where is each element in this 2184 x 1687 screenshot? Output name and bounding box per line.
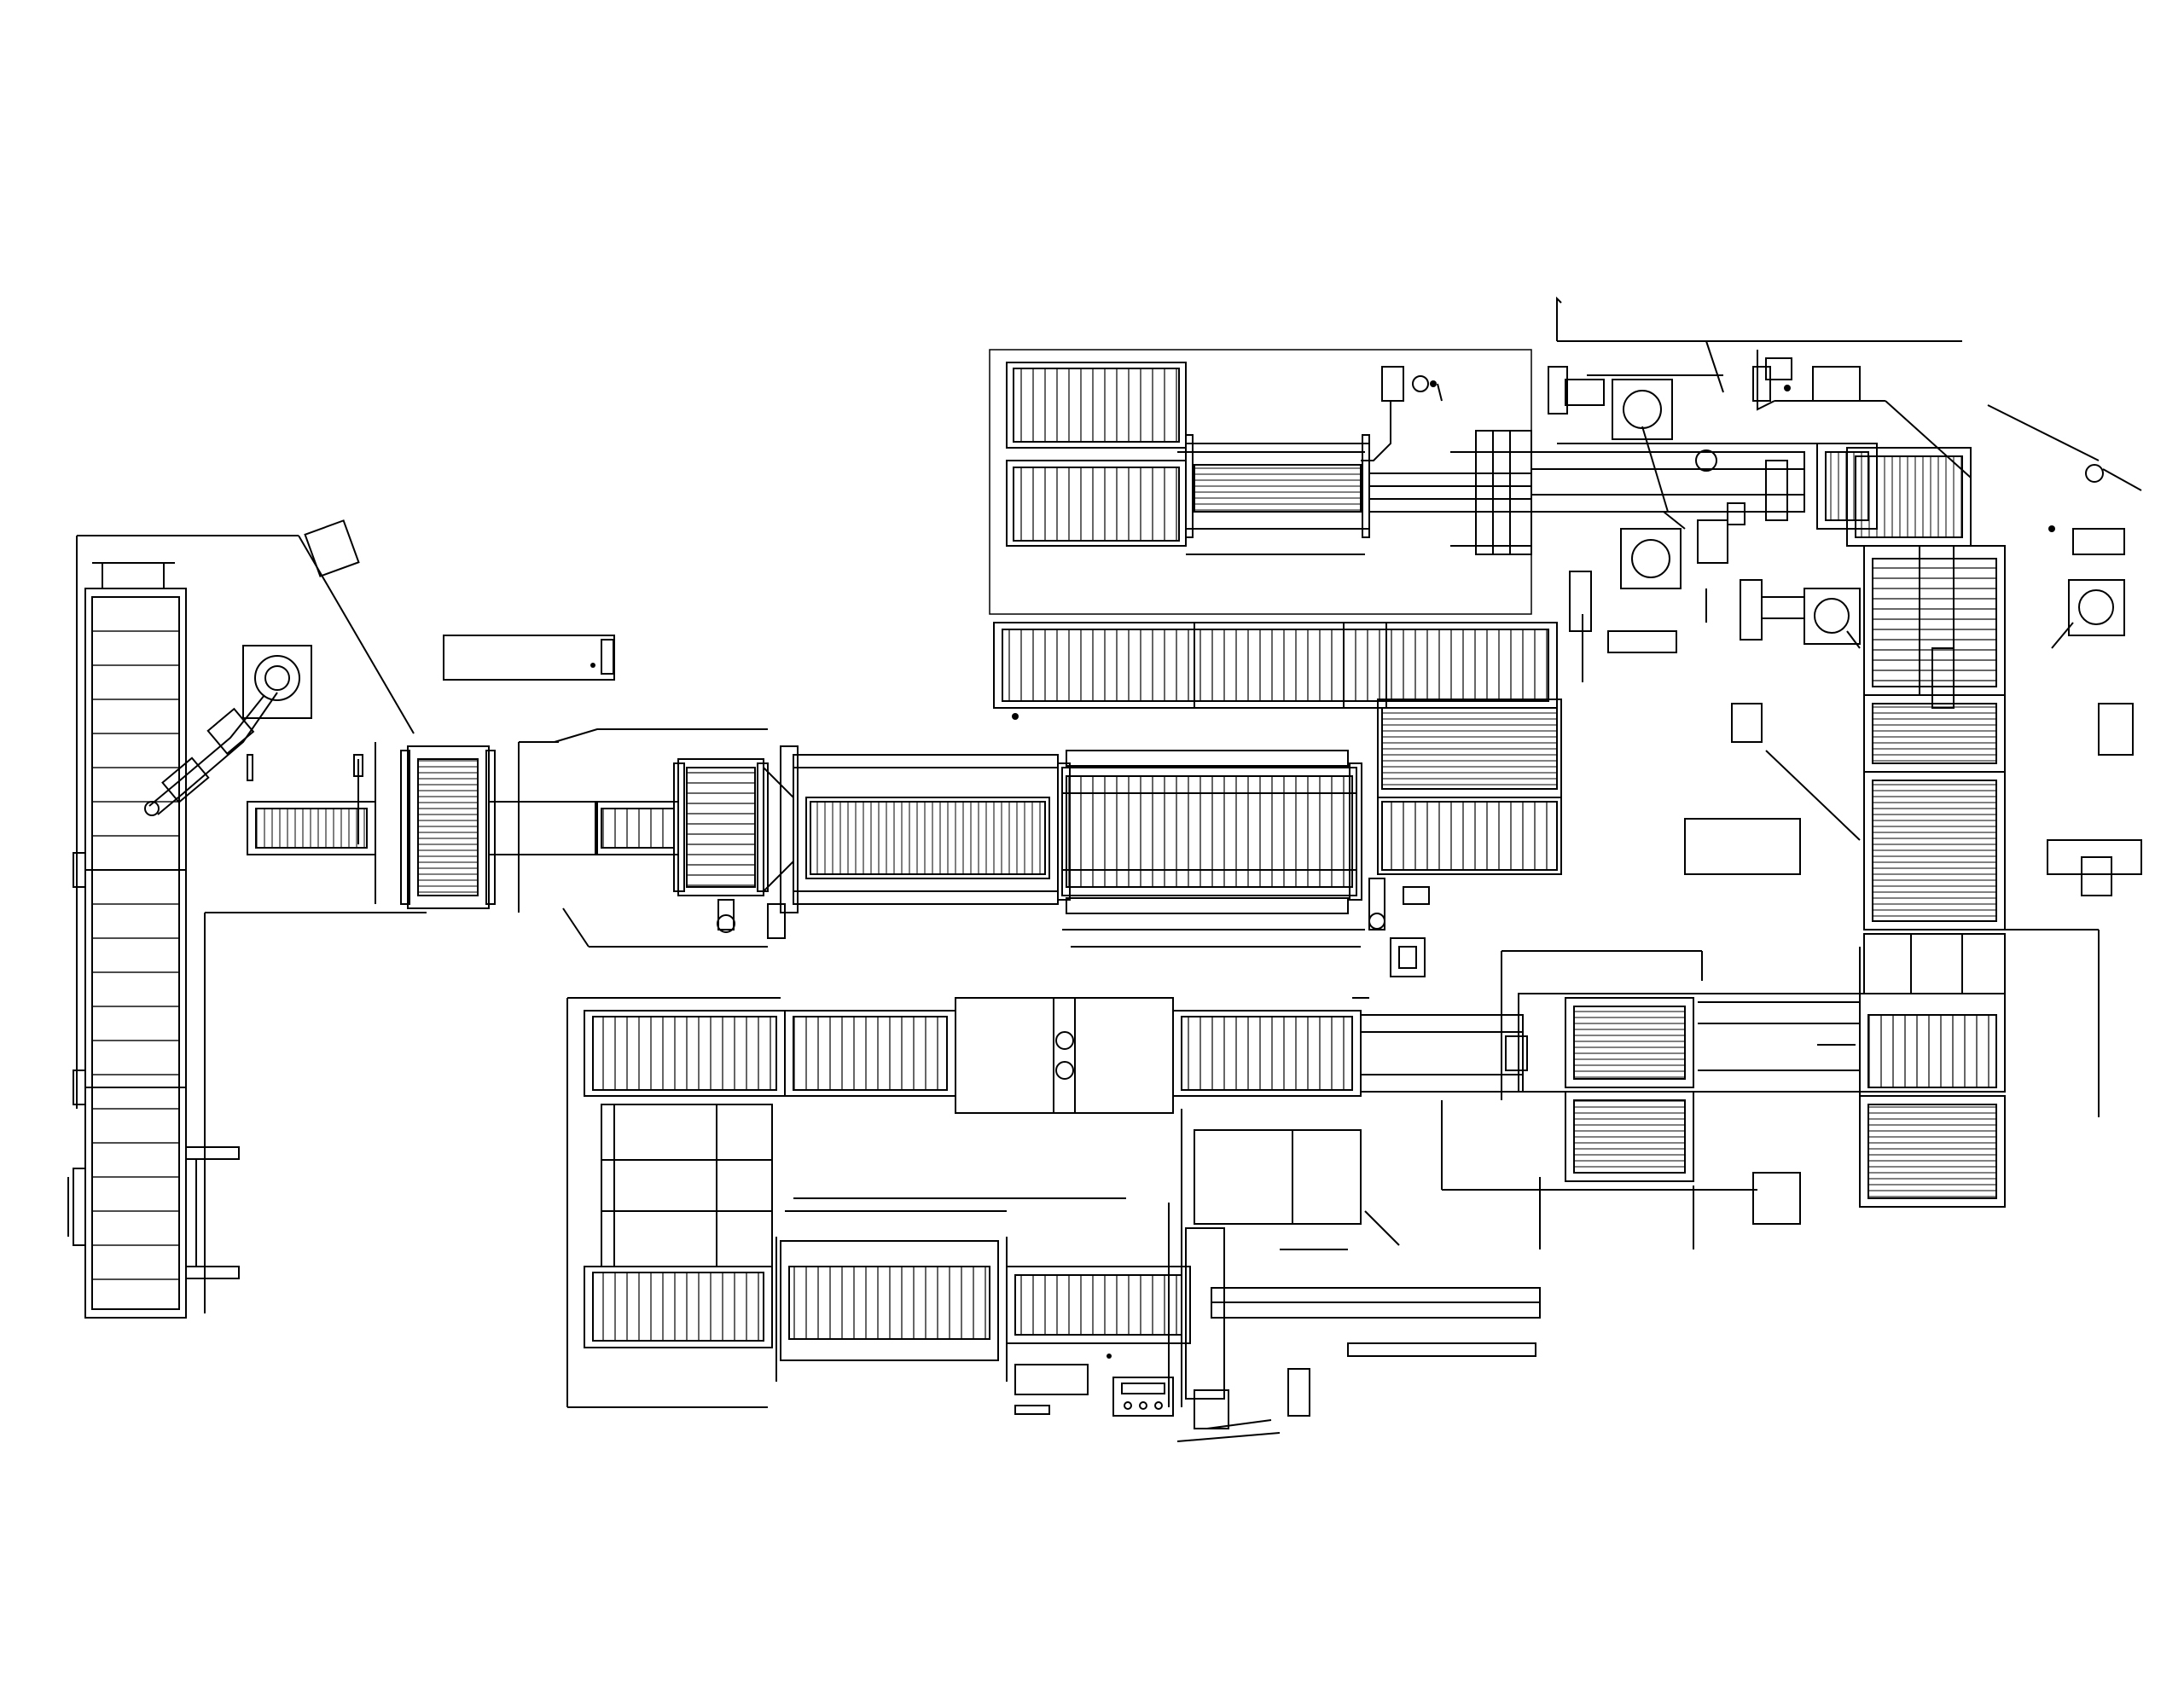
lower-left-buffer bbox=[567, 1104, 1190, 1414]
right-transfer bbox=[1442, 951, 1860, 1249]
long-roller-conveyor bbox=[68, 536, 427, 1318]
control-panel-icon bbox=[1113, 1377, 1173, 1416]
transfer-unit-1 bbox=[247, 729, 768, 947]
upper-roller-section bbox=[990, 350, 1557, 708]
right-robot-cell bbox=[1732, 350, 2141, 840]
middle-transfer bbox=[1169, 1109, 1540, 1441]
control-panel bbox=[1113, 1377, 1173, 1416]
right-vertical-conveyor bbox=[1800, 695, 2141, 1207]
main-process-line bbox=[674, 699, 1561, 977]
robot-infeed bbox=[145, 520, 614, 815]
lower-line bbox=[567, 998, 1523, 1113]
robot-arm-icon bbox=[1804, 580, 2124, 648]
robot-arm-icon bbox=[1612, 380, 1716, 588]
robot-arm-icon bbox=[145, 646, 311, 815]
electrical-cabinet bbox=[1685, 819, 1800, 874]
